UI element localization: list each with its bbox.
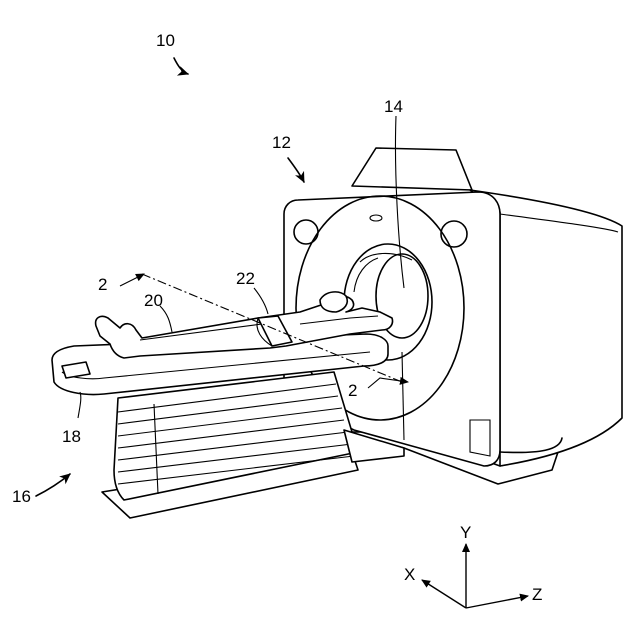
- axis-x-arrow: [422, 580, 466, 608]
- patient-head: [320, 292, 347, 312]
- axis-z-arrow: [466, 596, 528, 608]
- label-tabletop: 18: [62, 427, 81, 446]
- leader-table: [36, 474, 70, 496]
- axis-x-label: X: [404, 565, 415, 584]
- label-section-top: 2: [98, 275, 107, 294]
- label-gantry: 12: [272, 133, 291, 152]
- leader-band: [254, 288, 268, 314]
- leader-gantry: [288, 158, 304, 182]
- leader-device: [174, 58, 188, 74]
- label-band: 22: [236, 269, 255, 288]
- label-patient: 20: [144, 291, 163, 310]
- label-device: 10: [156, 31, 175, 50]
- leader-tabletop: [78, 392, 81, 418]
- gantry-top-hood: [352, 148, 472, 190]
- axis-z-label: Z: [532, 585, 542, 604]
- section-arrow-top: [120, 274, 144, 286]
- label-table: 16: [12, 487, 31, 506]
- axis-indicator: Y Z X: [404, 523, 542, 608]
- axis-y-label: Y: [460, 523, 471, 542]
- label-section-bottom: 2: [348, 381, 357, 400]
- label-bore: 14: [384, 97, 403, 116]
